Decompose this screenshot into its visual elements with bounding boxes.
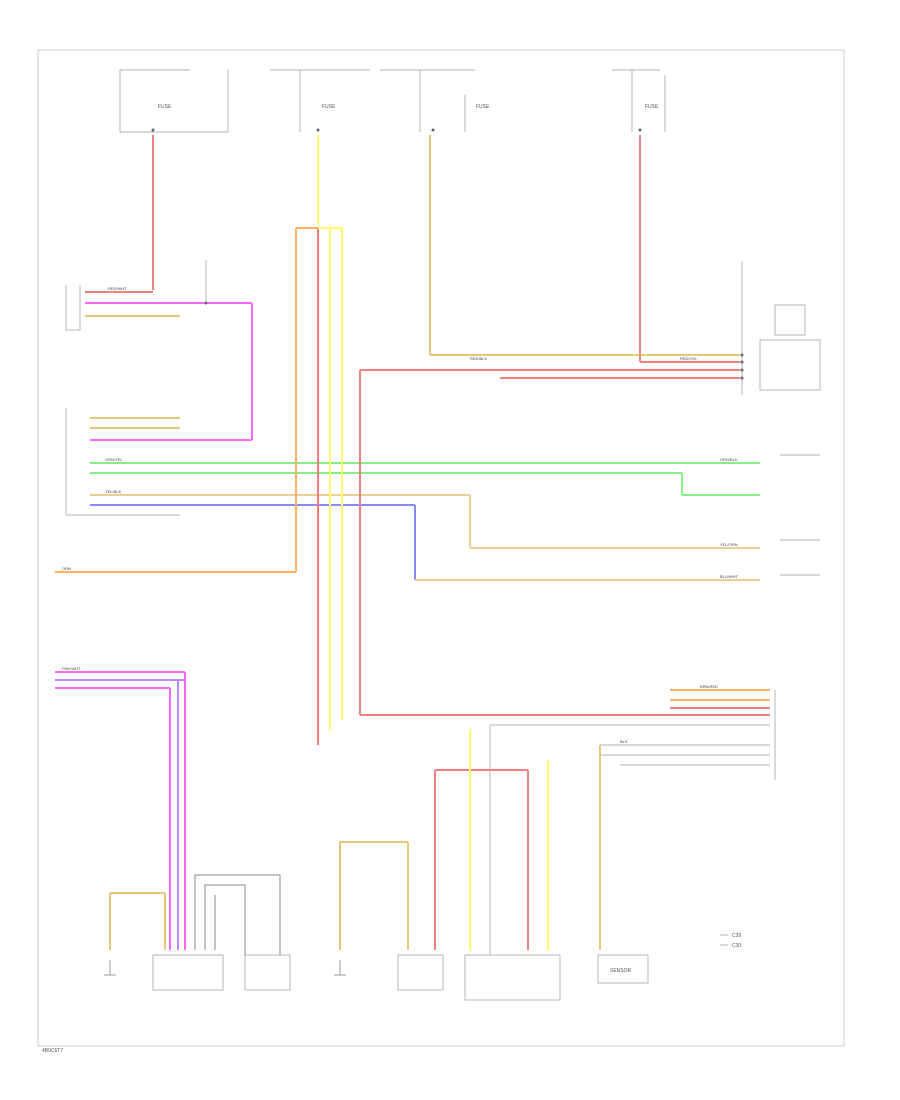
fuse-label-top-center: FUSE bbox=[322, 104, 336, 110]
wire-label: RED/WHT bbox=[108, 286, 127, 291]
top-power-feed-left bbox=[119, 69, 229, 133]
top-power-feed-right bbox=[612, 69, 666, 132]
wire-label: RED/YEL bbox=[680, 356, 698, 361]
ground-icon bbox=[104, 960, 116, 976]
fuse-label-top-center2: FUSE bbox=[476, 104, 490, 110]
left-pressure-sensor bbox=[65, 285, 81, 331]
wire-label: YEL/ORN bbox=[720, 542, 738, 547]
legend: C29 C30 bbox=[720, 933, 741, 949]
wire-label: GRN/BLK bbox=[720, 457, 738, 462]
fuse-terminals bbox=[151, 128, 642, 132]
legend-item-2: C30 bbox=[732, 943, 741, 949]
wire-label: BLU/WHT bbox=[720, 574, 739, 579]
ground-icon bbox=[334, 960, 346, 976]
wire-label: RED/BLK bbox=[470, 356, 487, 361]
right-module-pins bbox=[740, 353, 744, 380]
wire-label: YEL/BLK bbox=[105, 489, 122, 494]
legend-item-1: C29 bbox=[732, 933, 741, 939]
top-power-feed-center2 bbox=[380, 69, 475, 132]
fuse-label-top-right: FUSE bbox=[645, 104, 659, 110]
fuse-label-top-left: FUSE bbox=[158, 104, 172, 110]
engine-coolant-sensor bbox=[597, 954, 649, 984]
fan-motor-module bbox=[464, 954, 561, 1001]
right-mid-connectors bbox=[780, 454, 820, 576]
center-bottom-relay bbox=[397, 954, 444, 991]
left-control-module bbox=[65, 408, 180, 516]
wire-label: BRN/RED bbox=[700, 684, 718, 689]
wire-label: GRN/YEL bbox=[105, 457, 123, 462]
sensor-label: SENSOR bbox=[610, 968, 632, 974]
diagram-frame bbox=[37, 49, 845, 1047]
top-power-feed-center bbox=[270, 69, 370, 132]
wire-label: BLK bbox=[620, 739, 628, 744]
bottom-left-gray-wires bbox=[194, 874, 281, 955]
bottom-left-relay bbox=[244, 954, 291, 991]
bottom-left-pump bbox=[152, 954, 224, 991]
wire-label: ORN bbox=[62, 566, 71, 571]
diagram-id: 4B0C6T7 bbox=[42, 1048, 63, 1054]
right-fan-control-module bbox=[741, 262, 821, 395]
lower-right-connector bbox=[489, 690, 776, 955]
wire-label: PNK/WHT bbox=[62, 666, 81, 671]
